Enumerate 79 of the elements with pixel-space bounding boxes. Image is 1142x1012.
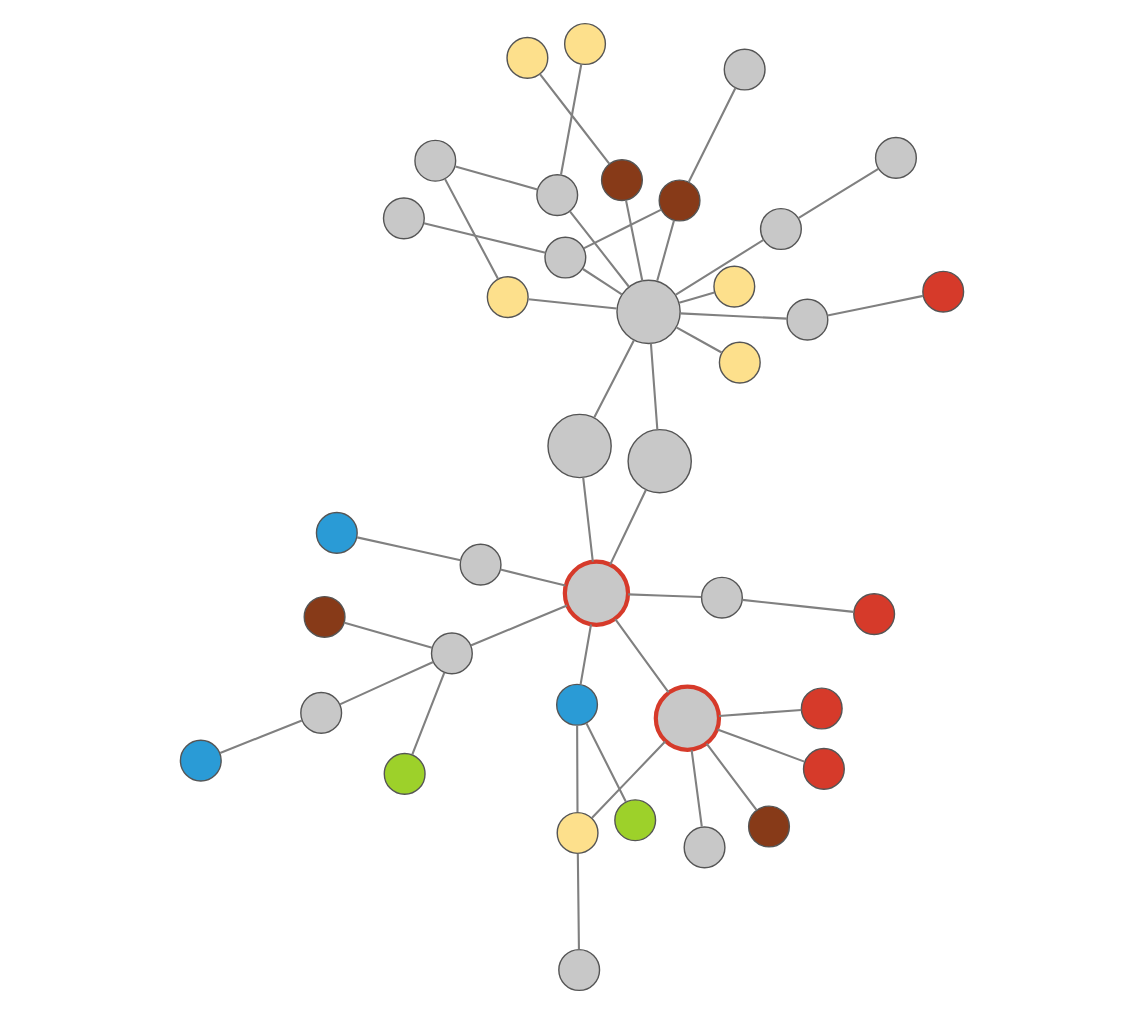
- connector: [613, 617, 669, 692]
- connector: [538, 72, 610, 164]
- node-circle: [299, 690, 342, 733]
- node-circle: [543, 235, 586, 278]
- node-circle: [302, 594, 345, 638]
- connector: [218, 718, 302, 753]
- node-circle: [413, 138, 456, 181]
- node-circle: [873, 135, 916, 178]
- node-circle: [562, 21, 606, 65]
- connector: [568, 209, 629, 287]
- connector: [343, 620, 432, 648]
- connector: [655, 219, 674, 281]
- node-circle: [178, 738, 221, 781]
- connector: [648, 342, 658, 429]
- connector: [338, 659, 433, 705]
- connector: [679, 311, 786, 319]
- node-circle: [746, 804, 790, 847]
- node-circle: [561, 558, 630, 626]
- connector: [796, 166, 878, 219]
- connector: [578, 623, 592, 684]
- node-circle: [555, 810, 598, 854]
- node-circle: [801, 746, 844, 789]
- connector: [499, 567, 565, 586]
- node-circle: [921, 269, 964, 312]
- connector: [410, 671, 445, 754]
- node-circle: [657, 178, 700, 221]
- node-circle: [758, 206, 801, 250]
- node-circle: [652, 683, 721, 751]
- connector: [590, 739, 665, 818]
- connector: [581, 476, 593, 561]
- connector: [582, 207, 661, 249]
- connector: [584, 721, 626, 802]
- connector: [527, 297, 616, 309]
- node-circle: [546, 412, 611, 478]
- connector: [716, 727, 804, 762]
- node-circle: [712, 264, 755, 307]
- node-circle: [722, 47, 765, 90]
- node-circle: [505, 35, 548, 78]
- node-circle: [613, 798, 656, 841]
- connector: [689, 748, 702, 826]
- node-circle: [699, 575, 742, 618]
- connector: [575, 724, 578, 812]
- node-circle: [852, 592, 895, 635]
- node-circle: [717, 340, 760, 383]
- connector: [826, 293, 923, 316]
- node-circle: [485, 275, 528, 318]
- connector: [704, 742, 757, 810]
- connector: [454, 164, 537, 190]
- node-circle: [381, 196, 424, 239]
- connector: [422, 221, 545, 253]
- node-circle: [429, 631, 472, 674]
- connector: [443, 177, 499, 279]
- node-circle: [799, 686, 842, 729]
- node-circle: [615, 278, 680, 344]
- connector: [673, 237, 764, 295]
- connector: [677, 290, 714, 303]
- node-circle: [314, 510, 357, 553]
- connector: [623, 198, 643, 281]
- node-circle: [382, 751, 425, 794]
- connector: [355, 535, 460, 561]
- connector: [674, 325, 722, 353]
- node-circle: [599, 158, 642, 201]
- connector: [741, 597, 853, 612]
- connector: [469, 603, 567, 646]
- connector: [592, 338, 634, 417]
- node-circle: [785, 297, 828, 340]
- node-circle: [626, 427, 691, 493]
- connector: [627, 592, 701, 598]
- node-circle: [458, 542, 501, 585]
- connector: [581, 267, 622, 295]
- node-circle: [557, 947, 600, 991]
- connector: [717, 707, 801, 717]
- connector: [608, 488, 646, 565]
- connector: [575, 852, 579, 949]
- node-circle: [555, 682, 598, 725]
- node-circle: [535, 173, 578, 216]
- connector: [558, 62, 582, 174]
- node-circle: [682, 825, 725, 868]
- connector: [686, 86, 736, 182]
